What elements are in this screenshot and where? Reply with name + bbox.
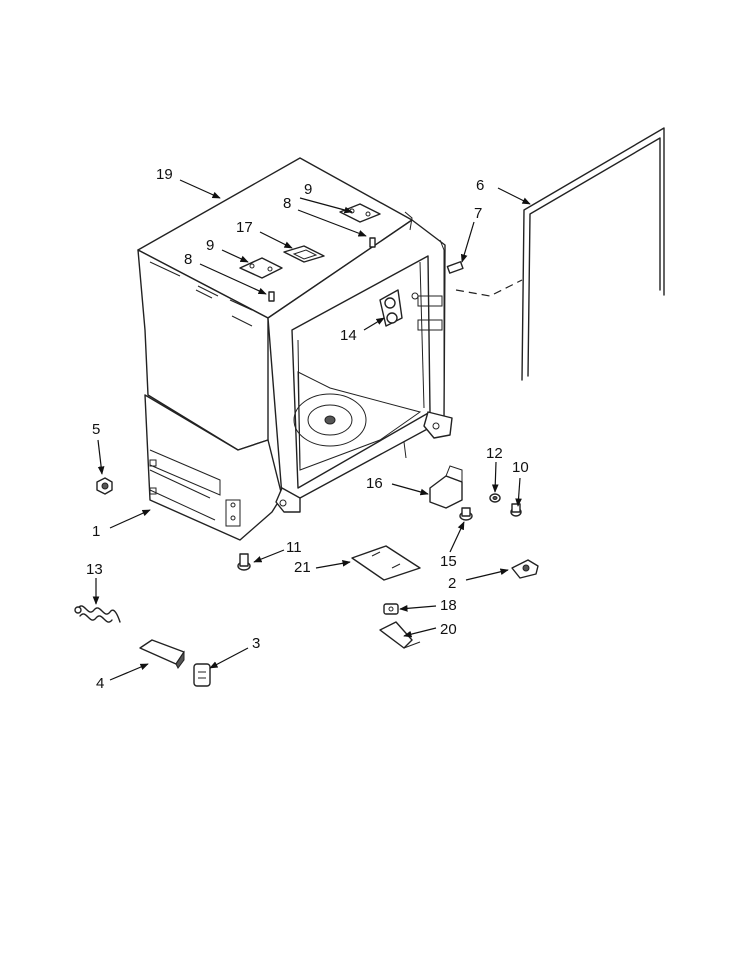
callout-5: 5 [92, 421, 100, 438]
callout-20: 20 [440, 621, 457, 638]
callout-13: 13 [86, 561, 103, 578]
callout-12: 12 [486, 445, 503, 462]
screw-8b [369, 237, 376, 248]
hinge-bracket-9a [239, 257, 283, 279]
callout-17: 17 [236, 219, 253, 236]
bracket-16 [429, 465, 463, 509]
callout-9a: 9 [206, 237, 214, 254]
callout-7: 7 [474, 205, 482, 222]
callout-21: 21 [294, 559, 311, 576]
screw-7 [446, 261, 464, 274]
leader-lines [92, 179, 531, 681]
callout-1: 1 [92, 523, 100, 540]
callout-8a: 8 [184, 251, 192, 268]
callout-14: 14 [340, 327, 357, 344]
callout-3: 3 [252, 635, 260, 652]
callout-16: 16 [366, 475, 383, 492]
cover-4 [139, 639, 185, 669]
callout-19: 19 [156, 166, 173, 183]
part-18 [383, 603, 399, 615]
screw-8a [268, 291, 275, 302]
latch-2 [511, 559, 539, 579]
callout-labels: 19 6 7 9 8 17 9 8 14 5 1 11 13 21 16 15 … [86, 166, 529, 692]
spring-13 [74, 605, 121, 623]
washer-12 [489, 493, 501, 503]
callout-9b: 9 [304, 181, 312, 198]
door-gasket-6 [521, 127, 665, 381]
callout-18: 18 [440, 597, 457, 614]
bracket-20 [379, 621, 421, 649]
callout-6: 6 [476, 177, 484, 194]
callout-8b: 8 [283, 195, 291, 212]
pad-21 [351, 545, 421, 581]
tub-assembly [137, 157, 453, 541]
nut-5 [96, 477, 113, 495]
callout-4: 4 [96, 675, 104, 692]
vent-cover-17 [283, 245, 325, 263]
callout-11: 11 [286, 539, 302, 556]
callout-15: 15 [440, 553, 457, 570]
callout-2: 2 [448, 575, 456, 592]
callout-10: 10 [512, 459, 529, 476]
leveling-leg-11 [237, 553, 251, 571]
screw-10 [510, 503, 522, 517]
clip-3 [193, 663, 211, 687]
bracket-14 [379, 289, 419, 327]
screw-15 [459, 507, 473, 521]
